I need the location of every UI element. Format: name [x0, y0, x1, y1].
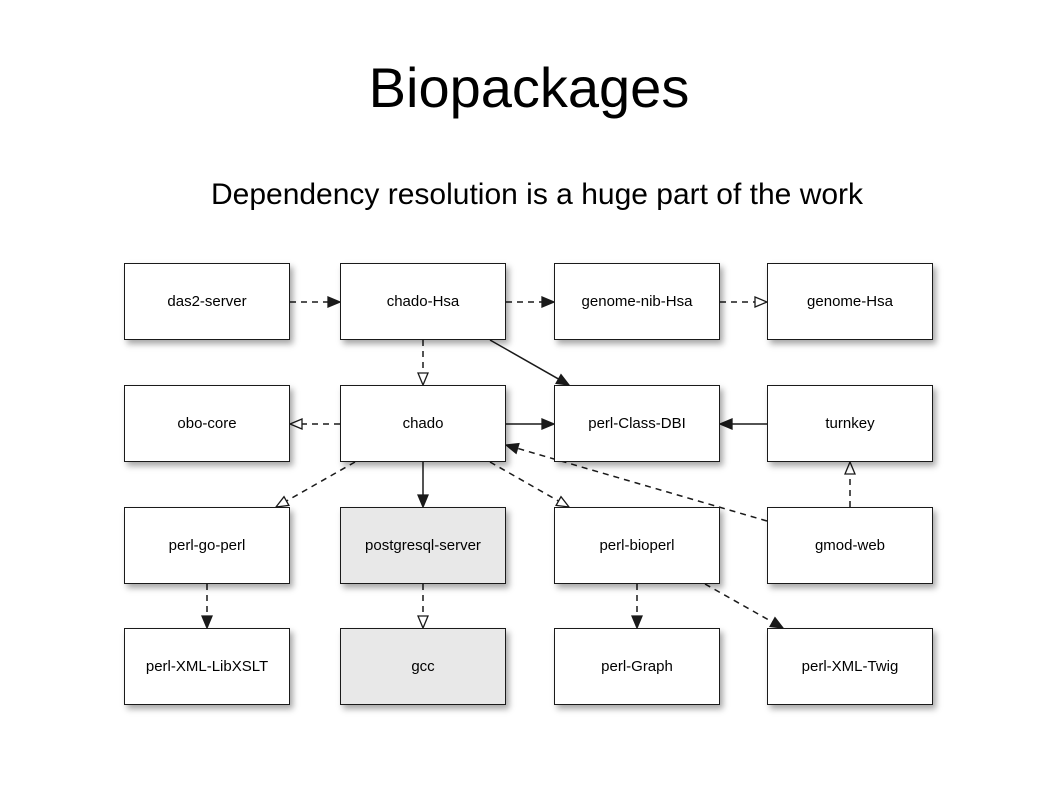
- node-label: gcc: [411, 658, 435, 675]
- node-chado-hsa: chado-Hsa: [340, 263, 506, 340]
- node-chado: chado: [340, 385, 506, 462]
- arrowhead-filled: [631, 615, 643, 630]
- node-genome-nib-hsa: genome-nib-Hsa: [554, 263, 720, 340]
- edge-chado-to-perl-go-perl: [286, 461, 356, 502]
- node-label: das2-server: [167, 293, 247, 310]
- node-label: postgresql-server: [365, 537, 481, 554]
- arrowhead-filled: [541, 418, 556, 430]
- arrowhead-open: [417, 615, 429, 630]
- node-label: chado: [402, 415, 444, 432]
- node-label: perl-bioperl: [599, 537, 675, 554]
- arrowhead-filled: [417, 494, 429, 509]
- node-perl-go-perl: perl-go-perl: [124, 507, 290, 584]
- arrowhead-filled: [769, 616, 785, 629]
- node-perl-graph: perl-Graph: [554, 628, 720, 705]
- node-obo-core: obo-core: [124, 385, 290, 462]
- node-gcc: gcc: [340, 628, 506, 705]
- node-perl-xml-twig: perl-XML-Twig: [767, 628, 933, 705]
- node-genome-hsa: genome-Hsa: [767, 263, 933, 340]
- node-gmod-web: gmod-web: [767, 507, 933, 584]
- node-label: genome-nib-Hsa: [581, 293, 693, 310]
- slide-subtitle: Dependency resolution is a huge part of …: [210, 178, 864, 211]
- node-perl-class-dbi: perl-Class-DBI: [554, 385, 720, 462]
- slide-title: Biopackages: [368, 56, 690, 119]
- node-label: obo-core: [177, 415, 237, 432]
- node-label: perl-go-perl: [168, 537, 246, 554]
- node-label: genome-Hsa: [807, 293, 893, 310]
- node-perl-xml-libxslt: perl-XML-LibXSLT: [124, 628, 290, 705]
- arrowhead-open: [274, 495, 290, 508]
- arrowhead-filled: [541, 296, 556, 308]
- edge-chado-to-perl-bioperl: [489, 461, 559, 502]
- node-label: chado-Hsa: [386, 293, 460, 310]
- node-postgresql-server: postgresql-server: [340, 507, 506, 584]
- arrowhead-open: [417, 372, 429, 387]
- arrowhead-filled: [555, 373, 571, 386]
- node-label: turnkey: [825, 415, 875, 432]
- arrowhead-open: [555, 495, 571, 508]
- arrowhead-open: [844, 460, 856, 475]
- node-label: perl-Graph: [601, 658, 673, 675]
- arrowhead-filled: [327, 296, 342, 308]
- node-perl-bioperl: perl-bioperl: [554, 507, 720, 584]
- edge-chado-hsa-to-perl-class-dbi: [489, 339, 559, 380]
- arrowhead-filled: [201, 615, 213, 630]
- node-turnkey: turnkey: [767, 385, 933, 462]
- arrowhead-filled: [504, 442, 520, 455]
- edge-perl-bioperl-to-perl-xml-twig: [704, 583, 773, 623]
- arrowhead-open: [754, 296, 769, 308]
- arrowhead-filled: [718, 418, 733, 430]
- node-label: gmod-web: [814, 537, 886, 554]
- node-das2-server: das2-server: [124, 263, 290, 340]
- node-label: perl-Class-DBI: [588, 415, 686, 432]
- arrowhead-open: [288, 418, 303, 430]
- node-label: perl-XML-LibXSLT: [145, 658, 269, 675]
- node-label: perl-XML-Twig: [801, 658, 899, 675]
